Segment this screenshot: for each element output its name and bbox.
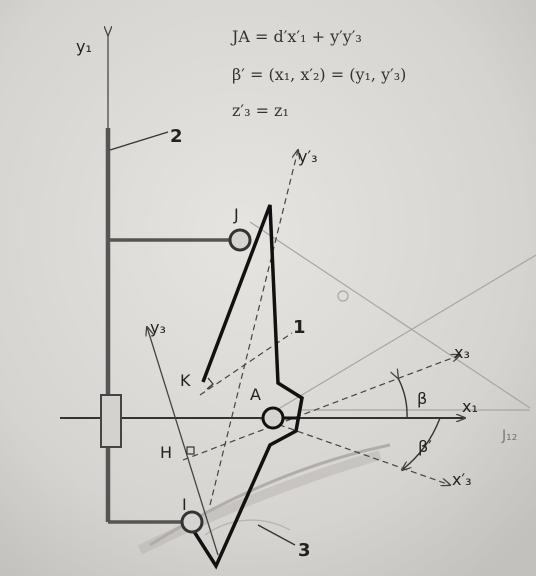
joint-I	[180, 510, 204, 534]
construction-line-3	[259, 254, 536, 421]
pencil-stroke	[149, 443, 391, 547]
prismatic-slider	[100, 394, 122, 448]
label-body-3: 3	[298, 540, 311, 561]
beta-prime-arc	[402, 417, 441, 470]
label-I: I	[182, 495, 187, 514]
label-y3-prime: y′₃	[298, 147, 318, 166]
leader-2	[109, 131, 169, 151]
equation-3: z′₃ = z₁	[232, 101, 289, 120]
right-angle-H	[186, 446, 195, 455]
label-beta-prime: β′	[418, 437, 432, 456]
label-x1: x₁	[462, 397, 478, 416]
body-1-outline	[186, 204, 304, 570]
y3-prime-axis	[209, 150, 298, 506]
label-beta: β	[417, 389, 427, 408]
equation-2: β′ = (x₁, x′₂) = (y₁, y′₃)	[232, 65, 406, 84]
construction-point	[337, 290, 349, 302]
joint-A	[261, 406, 285, 430]
construction-arc	[204, 519, 291, 536]
y3-axis	[147, 327, 219, 556]
label-y1: y₁	[76, 37, 92, 56]
beta-arc	[398, 378, 408, 419]
margin-annotation: J₁₂	[501, 428, 517, 444]
label-x3-prime: x′₃	[452, 470, 472, 489]
equation-1: JA = d′x′₁ + y′y′₃	[230, 27, 362, 46]
construction-lines	[137, 221, 536, 555]
label-body-2: 2	[170, 126, 183, 147]
leader-3	[257, 524, 296, 546]
label-H: H	[160, 443, 172, 462]
label-J: J	[233, 205, 239, 224]
pencil-smudge	[137, 450, 382, 555]
right-angle-K	[206, 377, 214, 390]
construction-line-1	[249, 221, 531, 409]
label-x3: x₃	[454, 343, 470, 362]
label-K: K	[180, 371, 191, 390]
label-A: A	[250, 385, 261, 404]
label-body-1: 1	[293, 317, 306, 338]
joint-J	[228, 228, 252, 252]
x3-prime-axis	[259, 417, 450, 485]
label-y3: y₃	[150, 318, 166, 337]
